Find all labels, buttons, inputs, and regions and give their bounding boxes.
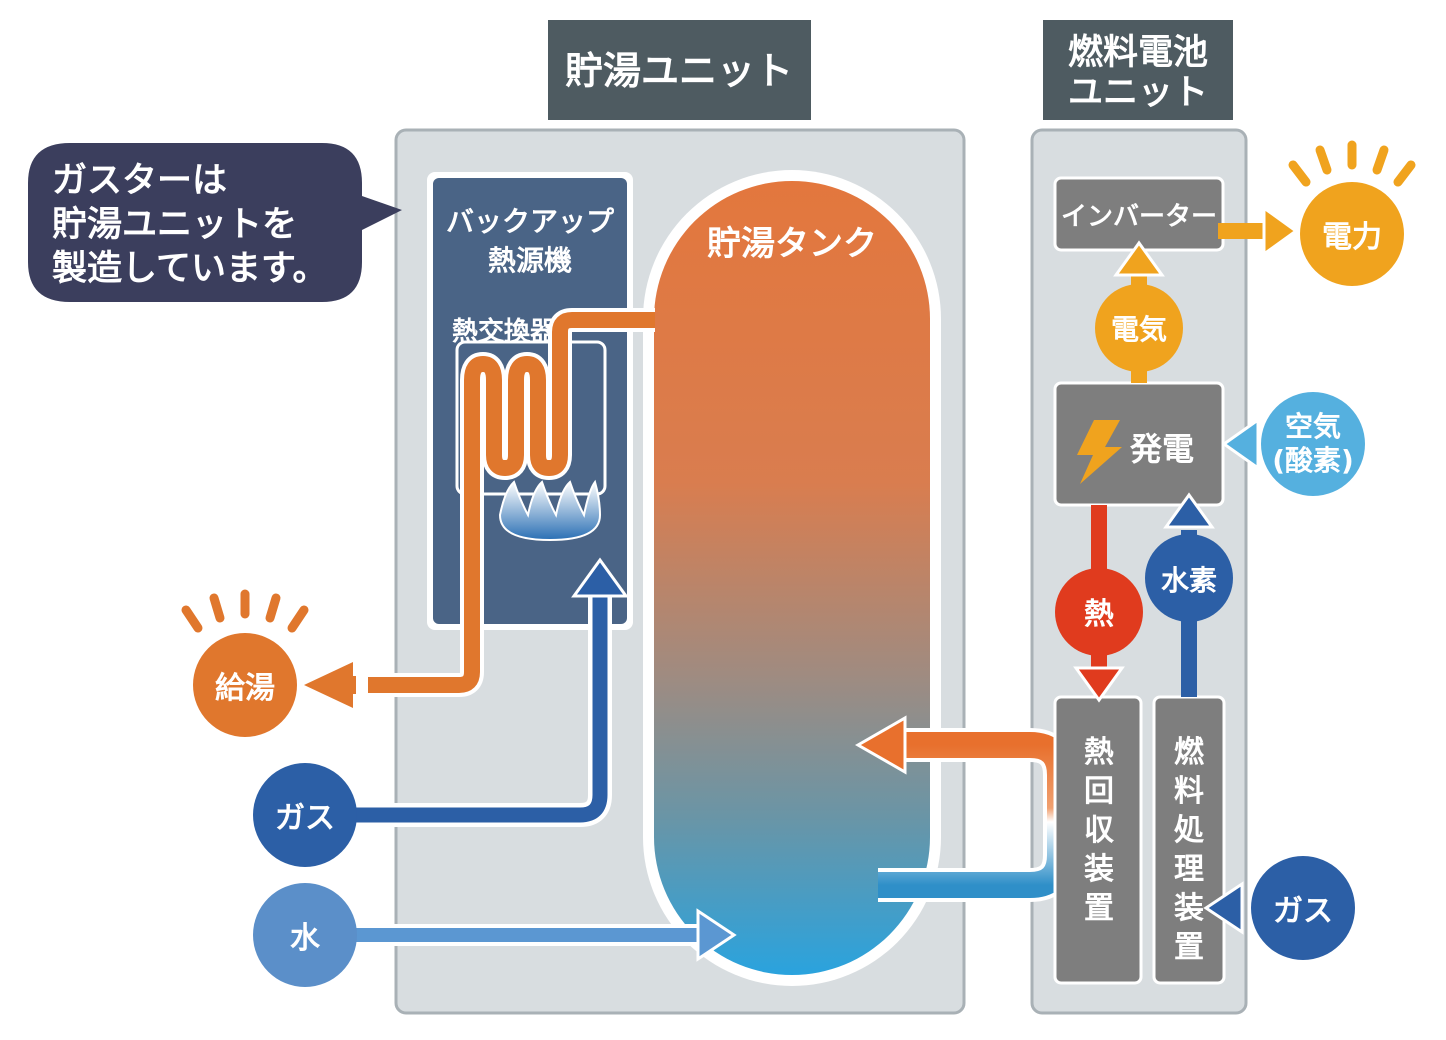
power-sun-rays	[1288, 140, 1416, 187]
water-circle	[253, 883, 357, 987]
inverter-label: インバーター	[1061, 202, 1217, 232]
hydrogen-label: 水素	[1161, 564, 1217, 597]
hot-water-pipe	[368, 312, 655, 693]
storage-unit-header	[548, 20, 811, 120]
heat-circle	[1055, 568, 1143, 656]
gas-right-circle	[1251, 856, 1355, 960]
backup-heater-line2: 熱源機	[488, 244, 572, 277]
heat-recovery-char-2: 回	[1084, 774, 1114, 809]
fuel-cell-unit-title-line1: 燃料電池	[1068, 33, 1208, 73]
fuel-processor-label: 燃 料 処 理 装 置	[1174, 735, 1205, 965]
air-line1: 空気	[1285, 410, 1341, 443]
heat-recovery-label: 熱 回 収 装 置	[1084, 735, 1115, 926]
fuel-processor-char-5: 装	[1174, 891, 1204, 926]
callout-line3: 製造しています。	[52, 249, 327, 289]
heat-exchanger-frame	[455, 340, 607, 496]
callout-line2: 貯湯ユニットを	[52, 205, 297, 245]
hot-water-arrowhead	[304, 662, 353, 708]
air-arrowhead	[1221, 417, 1260, 471]
gas-arrowhead	[571, 557, 629, 598]
heat-recovery-arrowhead	[854, 715, 907, 775]
power-output-circle	[1300, 182, 1404, 286]
backup-heater-line1: バックアップ	[446, 205, 615, 238]
electricity-circle	[1095, 284, 1183, 372]
heat-recovery-char-1: 熱	[1084, 735, 1114, 770]
gas-pipe	[355, 592, 608, 823]
gas-left-circle	[253, 763, 357, 867]
air-line2: (酸素)	[1272, 444, 1354, 477]
gas-right-arrowhead	[1203, 881, 1244, 935]
fuel-processor-char-3: 処	[1174, 813, 1204, 848]
storage-unit-title: 貯湯ユニット	[565, 49, 793, 93]
lightning-icon	[1077, 420, 1122, 484]
storage-tank	[654, 181, 930, 975]
gas-right-label: ガス	[1273, 894, 1333, 929]
hot-water-arrow-stem	[336, 676, 356, 694]
power-arrowhead	[1262, 205, 1299, 257]
fuel-cell-unit-title-line2: ユニット	[1068, 73, 1208, 113]
tank-label: 貯湯タンク	[707, 224, 877, 264]
fuel-processor-char-1: 燃	[1174, 735, 1205, 770]
heat-recovery-char-5: 置	[1084, 891, 1114, 926]
heat-recovery-char-3: 収	[1084, 813, 1115, 848]
power-output-label: 電力	[1322, 220, 1382, 255]
hot-water-supply-circle	[193, 633, 297, 737]
generation-label: 発電	[1129, 430, 1194, 468]
heat-arrowhead	[1073, 666, 1125, 703]
hot-water-supply-label: 給湯	[215, 671, 275, 706]
fuel-cell-unit-header	[1043, 20, 1233, 120]
electricity-label: 電気	[1111, 313, 1167, 346]
hydrogen-arrowhead	[1163, 492, 1215, 529]
water-label: 水	[290, 921, 321, 956]
gas-left-label: ガス	[275, 801, 335, 836]
heat-label: 熱	[1084, 597, 1114, 632]
electricity-arrowhead	[1113, 240, 1165, 277]
power-arrow-stem	[1218, 223, 1268, 239]
burner-flame-icon	[498, 479, 602, 542]
callout-bubble	[28, 143, 402, 302]
air-circle	[1261, 392, 1365, 496]
heat-recovery-char-4: 装	[1084, 852, 1114, 887]
hydrogen-circle	[1145, 534, 1233, 622]
water-arrowhead	[696, 908, 737, 962]
fuel-processor-char-4: 理	[1174, 852, 1204, 887]
hot-water-sun-rays	[181, 589, 309, 633]
fuel-processor-char-6: 置	[1174, 930, 1204, 965]
fuel-processor-char-2: 料	[1174, 774, 1204, 809]
callout-line1: ガスターは	[52, 161, 227, 201]
